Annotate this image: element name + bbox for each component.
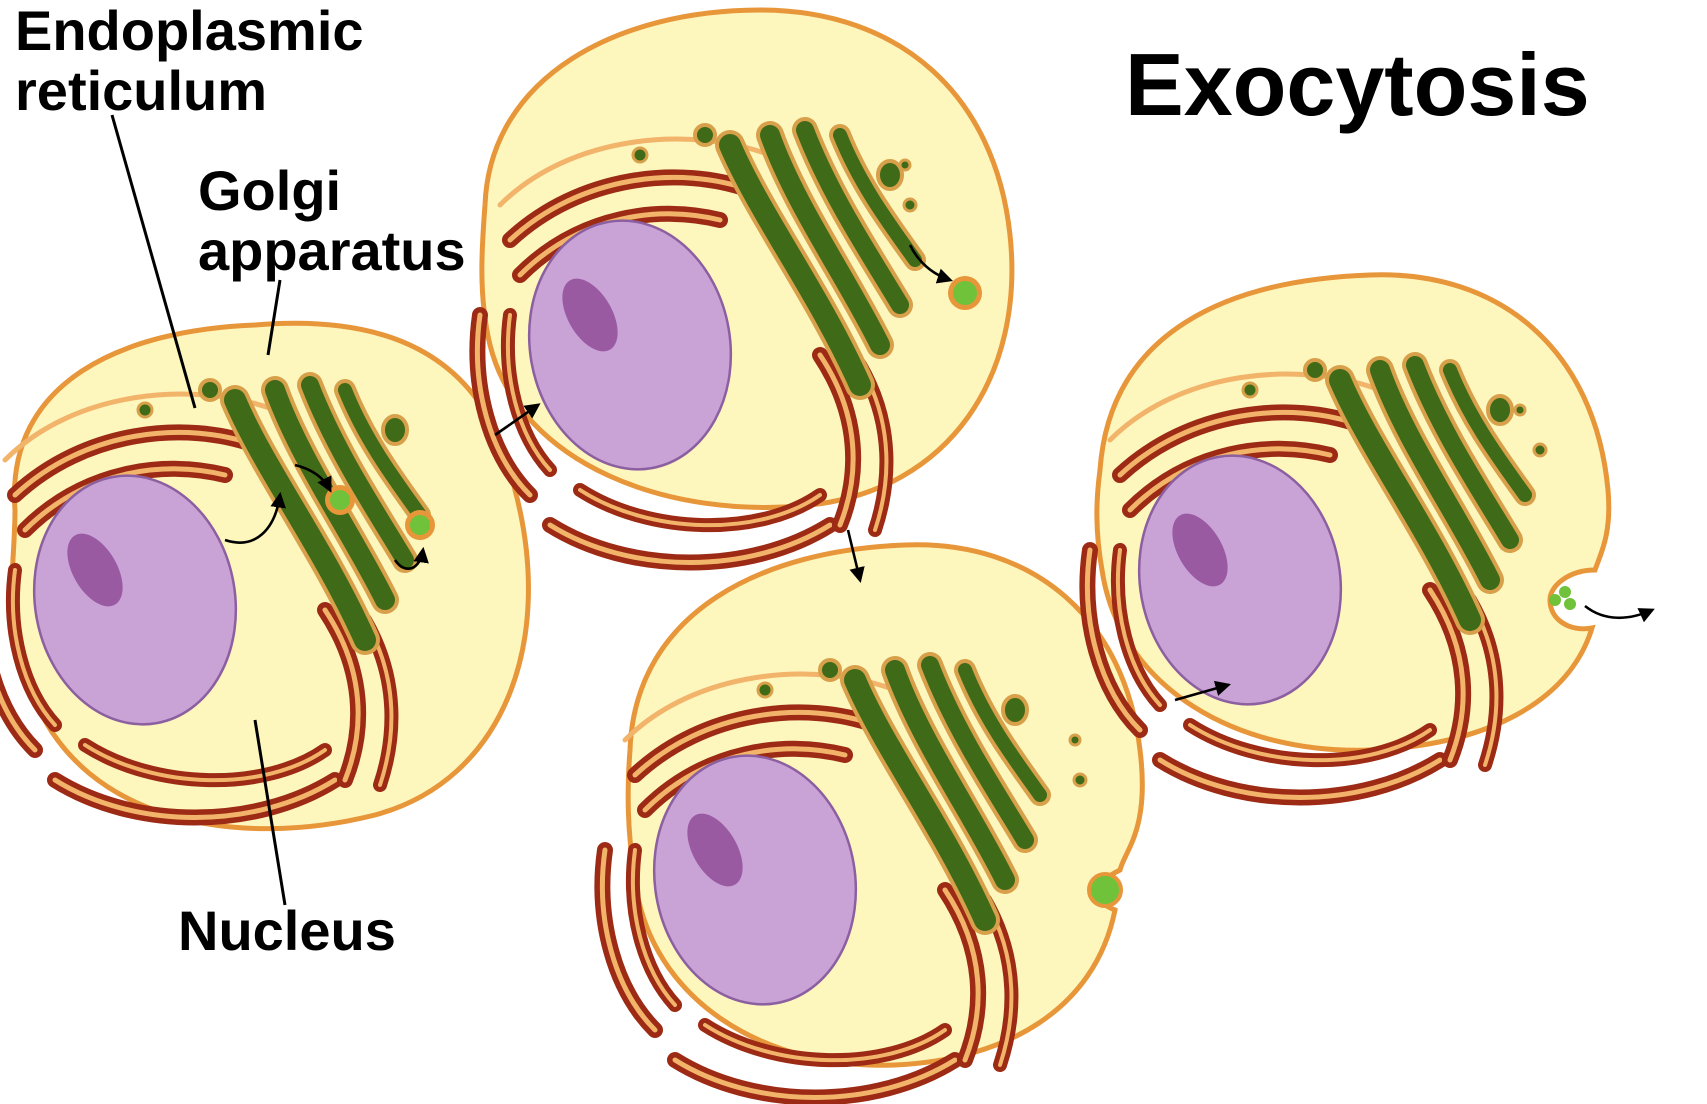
page-title: Exocytosis (1125, 35, 1590, 134)
label-er-line1: Endoplasmic (15, 0, 364, 62)
cell-stage-4 (1087, 275, 1652, 798)
label-nucleus: Nucleus (178, 899, 396, 962)
cell-stage-3 (602, 545, 1142, 1098)
cell-stage-1 (0, 323, 528, 828)
cell-stage-2 (477, 10, 1011, 563)
label-golgi-line1: Golgi (198, 159, 341, 222)
label-golgi-line2: apparatus (198, 219, 466, 282)
label-er-line2: reticulum (15, 59, 267, 122)
